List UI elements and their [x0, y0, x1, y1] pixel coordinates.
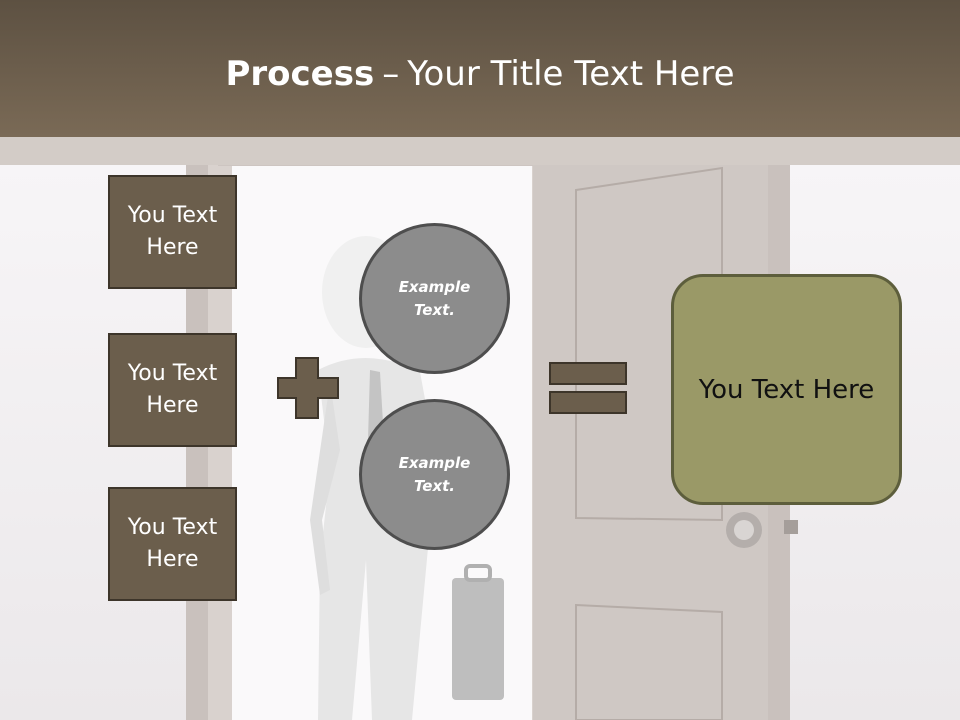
- plus-icon: [277, 357, 339, 419]
- result-box[interactable]: You Text Here: [671, 274, 902, 505]
- text-box-2[interactable]: You Text Here: [108, 333, 237, 447]
- text-box-1[interactable]: You Text Here: [108, 175, 237, 289]
- slide-title[interactable]: Process–Your Title Text Here: [0, 50, 960, 98]
- example-circle-2[interactable]: Example Text.: [359, 399, 510, 550]
- example-circle-1[interactable]: Example Text.: [359, 223, 510, 374]
- circle-label: Example Text.: [398, 453, 471, 495]
- result-label: You Text Here: [698, 374, 875, 405]
- text-box-3[interactable]: You Text Here: [108, 487, 237, 601]
- circle-label: Example Text.: [398, 277, 471, 319]
- title-strip: [0, 137, 960, 165]
- title-bar: [0, 0, 960, 137]
- title-separator: –: [382, 54, 400, 94]
- title-bold: Process: [225, 54, 375, 94]
- text-box-label: You Text Here: [127, 515, 218, 572]
- text-box-label: You Text Here: [127, 361, 218, 418]
- text-box-label: You Text Here: [127, 203, 218, 260]
- title-rest: Your Title Text Here: [407, 54, 735, 94]
- equals-icon: [549, 362, 627, 414]
